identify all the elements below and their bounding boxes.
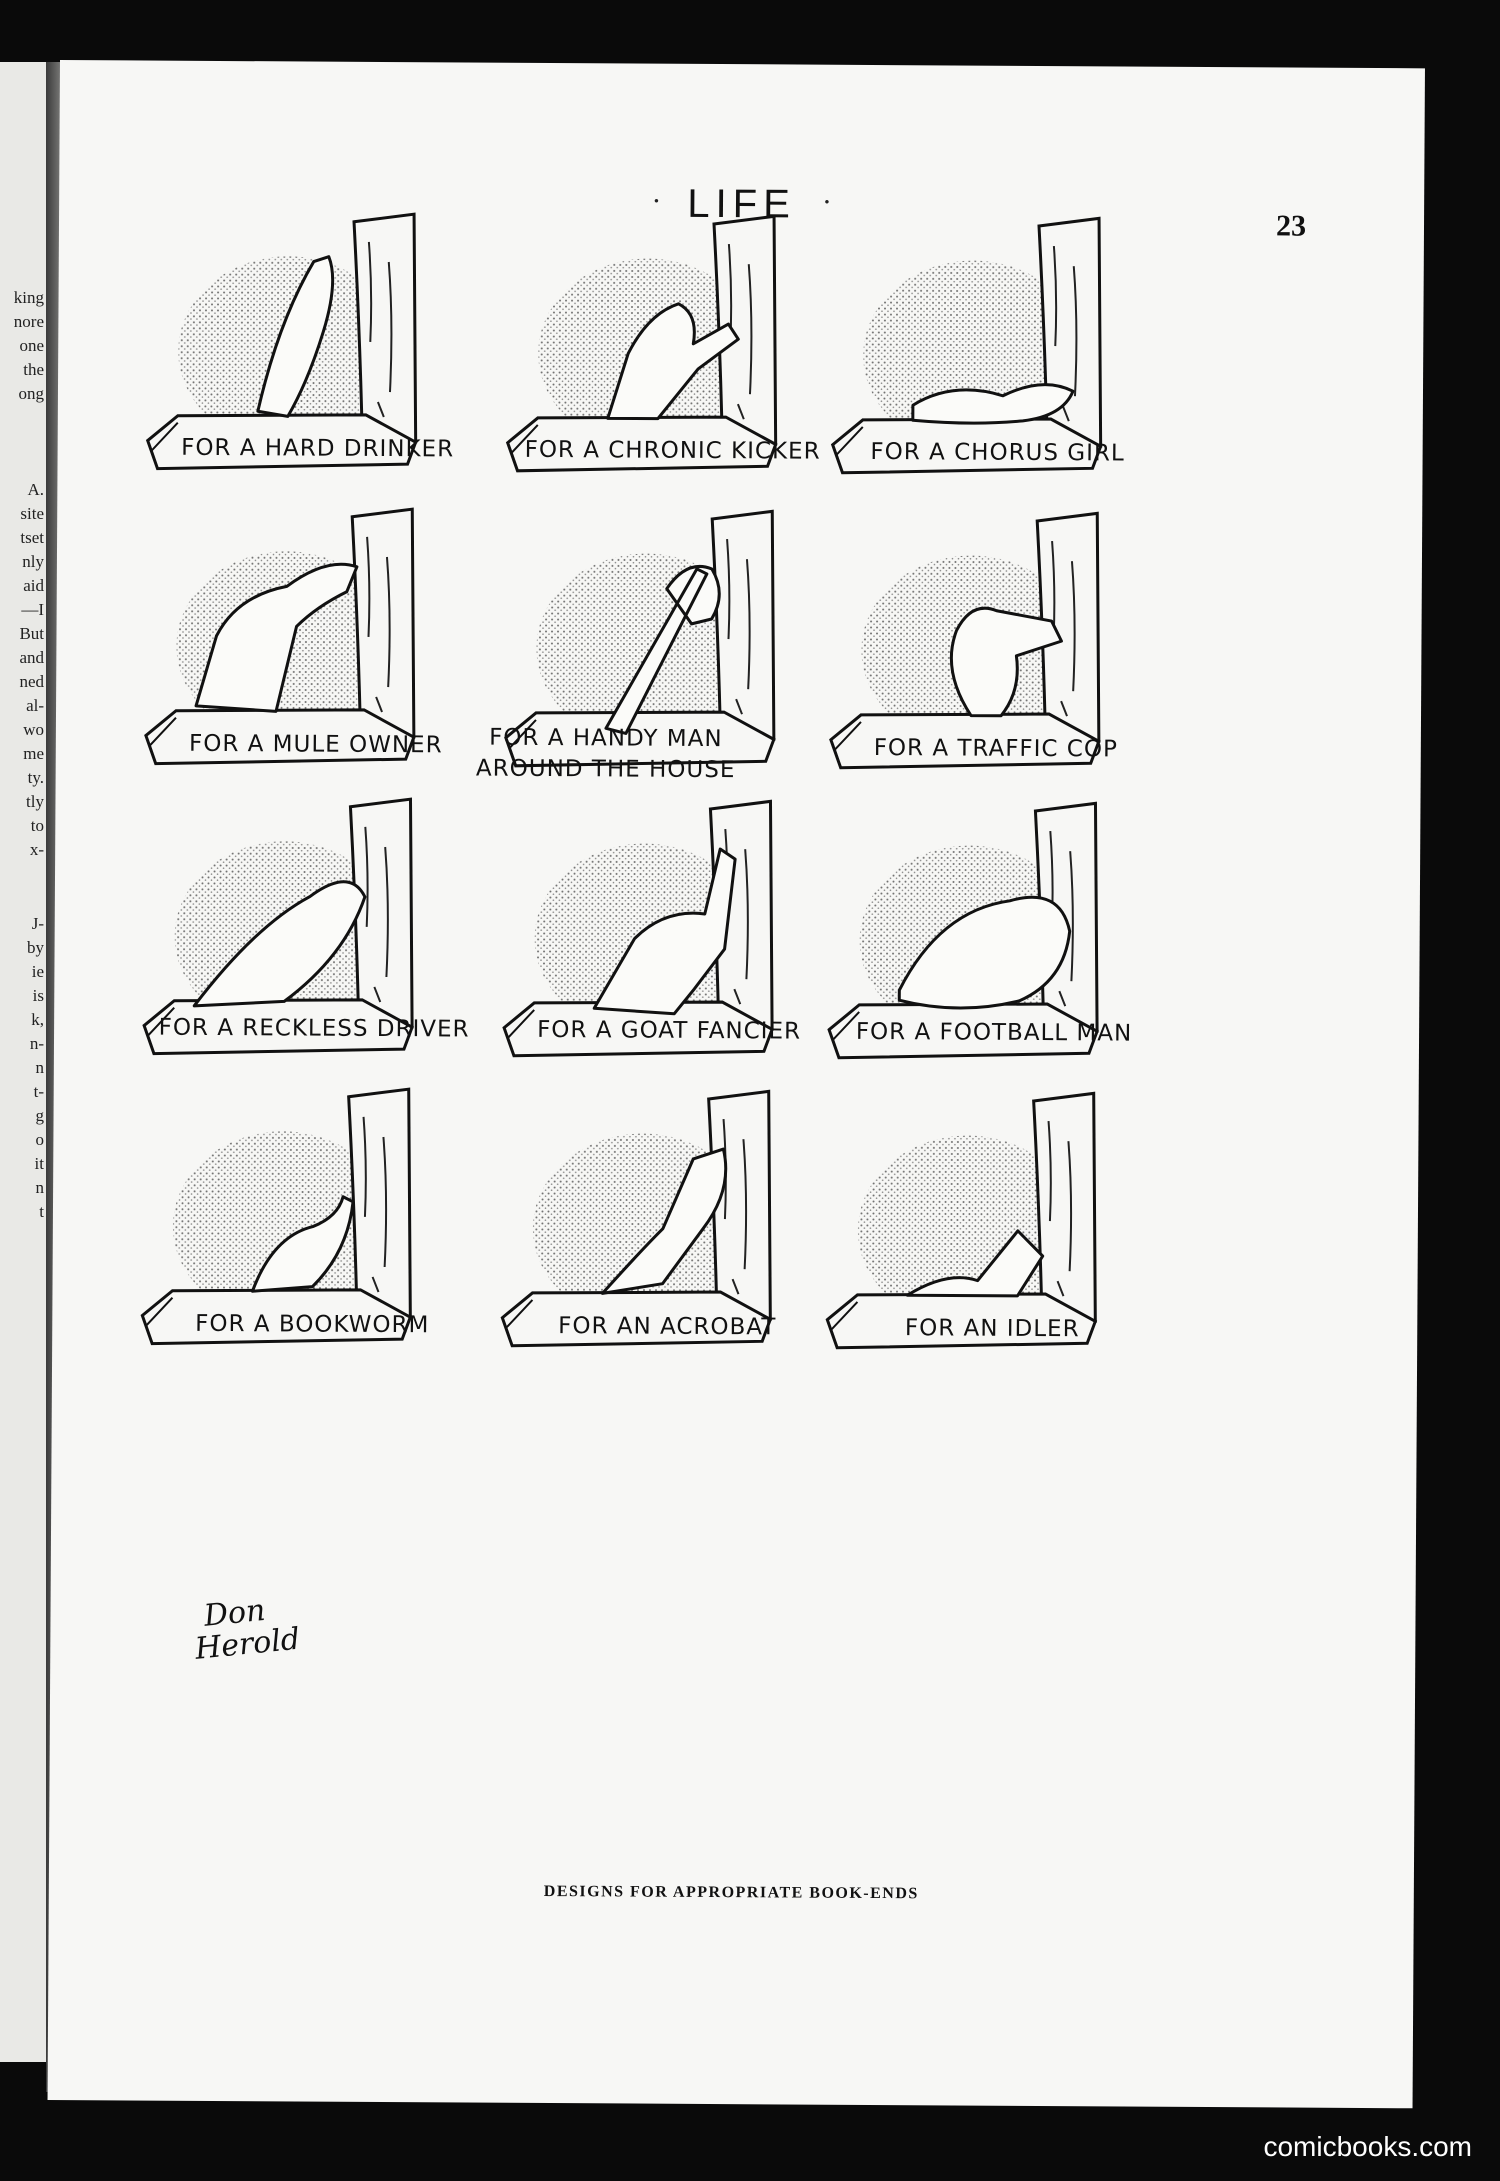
footer-caption: DESIGNS FOR APPROPRIATE BOOK-ENDS: [543, 1882, 919, 1903]
facing-page-text-fragment: site: [20, 504, 44, 523]
facing-page-text-fragment: —I: [21, 600, 44, 619]
bookend-cartoon: [496, 498, 828, 790]
bookend-cartoon: [137, 200, 469, 492]
facing-page-text-fragment: g: [35, 1106, 45, 1125]
facing-page-text-fragment: me: [23, 744, 44, 763]
facing-page-text-fragment: wo: [23, 720, 44, 739]
bookend-cartoon: [136, 495, 468, 787]
facing-page-text-fragment: x-: [29, 840, 44, 859]
cartoon-illustration: [144, 507, 416, 766]
facing-page-text-fragment: ie: [31, 962, 44, 981]
facing-page-text-fragment: ty.: [27, 768, 44, 787]
cartoon-illustration: [505, 214, 778, 473]
cartoon-illustration: [142, 797, 414, 1056]
bookend-cartoon: [819, 790, 1151, 1082]
cartoon-illustration: [825, 1091, 1098, 1350]
facing-page-text-fragment: t: [39, 1202, 44, 1221]
cartoon-illustration: [827, 801, 1099, 1060]
bookend-cartoon: [492, 1078, 824, 1370]
bookend-caption: FOR A HANDY MAN AROUND THE HOUSE: [475, 724, 736, 784]
facing-page-text-fragment: tset: [20, 528, 44, 547]
bookend-cartoon: [494, 788, 826, 1080]
cartoon-illustration: [504, 509, 776, 768]
facing-page-text-fragment: nore: [13, 312, 44, 331]
facing-page-text-fragment: tly: [26, 792, 44, 811]
bookend-caption: FOR A RECKLESS DRIVER: [158, 1014, 470, 1043]
bookend-cartoon: [132, 1075, 464, 1367]
facing-page-text-fragment: it: [34, 1154, 44, 1173]
bookend-caption: FOR A FOOTBALL MAN: [855, 1018, 1133, 1047]
bookend-cartoon: [497, 203, 829, 495]
facing-page-text-fragment: king: [13, 288, 44, 307]
facing-page-text-fragment: one: [19, 336, 44, 355]
cartoon-illustration: [502, 799, 774, 1058]
bookend-caption: FOR A TRAFFIC COP: [873, 734, 1118, 763]
facing-page-text-fragment: t-: [33, 1082, 44, 1101]
bookend-caption: FOR A HARD DRINKER: [181, 434, 455, 463]
bookend-cartoon: [134, 785, 466, 1077]
facing-page-text-fragment: al-: [26, 696, 44, 715]
facing-page-text-fragment: aid: [23, 576, 44, 595]
bookend-caption: FOR A BOOKWORM: [195, 1310, 430, 1339]
facing-page-text-fragment: But: [19, 624, 44, 643]
watermark: comicbooks.com: [1263, 2131, 1472, 2162]
bookend-caption: FOR AN IDLER: [904, 1315, 1080, 1343]
bookend-cartoon: [821, 500, 1153, 792]
bookend-cartoon: [822, 205, 1154, 497]
facing-page-text-fragment: to: [30, 816, 44, 835]
facing-page-text-fragment: k,: [31, 1010, 44, 1029]
facing-page-text-fragment: ong: [18, 384, 45, 403]
facing-page-text-fragment: n: [35, 1058, 45, 1077]
facing-page-text-fragment: by: [27, 938, 44, 957]
bookend-caption: FOR A CHORUS GIRL: [870, 438, 1125, 467]
cartoon-illustration: [500, 1089, 773, 1348]
facing-page-text-fragment: A.: [27, 480, 44, 499]
facing-page-text-fragment: o: [35, 1130, 45, 1149]
facing-page-text-fragment: is: [32, 986, 44, 1005]
facing-page-text-fragment: nly: [22, 552, 44, 571]
facing-page-text-fragment: the: [23, 360, 44, 379]
cartoon-illustration: [830, 216, 1103, 475]
facing-page-text-fragment: J-: [31, 914, 44, 933]
cartoon-illustration: [829, 511, 1101, 770]
facing-page-text-fragment: n-: [29, 1034, 44, 1053]
bookend-caption: FOR A MULE OWNER: [188, 730, 443, 759]
facing-page-text-fragment: ned: [19, 672, 44, 691]
cartoon-illustration: [145, 212, 418, 471]
facing-page-text-fragment: n: [35, 1178, 45, 1197]
page-number: 23: [1275, 209, 1307, 243]
facing-page-text-fragment: and: [19, 648, 44, 667]
cartoon-illustration: [140, 1087, 413, 1346]
bookend-cartoon: [817, 1080, 1149, 1372]
